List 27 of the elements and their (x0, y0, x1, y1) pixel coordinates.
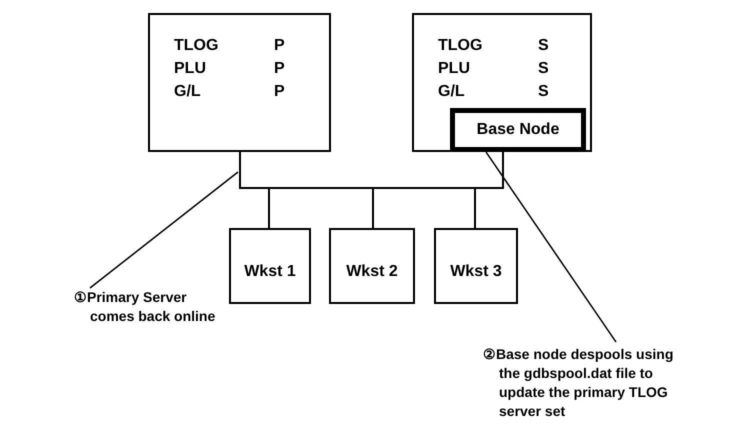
file-name: TLOG (438, 36, 484, 56)
workstation-box (434, 228, 518, 304)
file-name: PLU (438, 59, 471, 79)
node-label: Base Node (476, 120, 560, 140)
status-letter: S (538, 59, 549, 79)
file-name: PLU (174, 59, 207, 79)
workstation-label: Wkst 1 (244, 262, 296, 282)
workstation-box (329, 228, 415, 304)
file-name: G/L (174, 82, 202, 102)
callout-text: ②Base node despools using the gdbspool.dat file to update the primary TLOG server set (483, 345, 674, 421)
base-node-box (450, 108, 586, 152)
callout-text: ①Primary Server comes back online (74, 288, 216, 326)
leader-line (90, 171, 238, 289)
file-name: TLOG (174, 36, 220, 56)
leader-line (485, 152, 617, 342)
server-box (412, 13, 592, 152)
status-letter: P (274, 82, 285, 102)
file-name: G/L (438, 82, 466, 102)
status-letter: S (538, 36, 549, 56)
status-letter: P (274, 59, 285, 79)
server-box (148, 13, 331, 152)
status-letter: P (274, 36, 285, 56)
workstation-box (229, 228, 311, 304)
status-letter: S (538, 82, 549, 102)
network-line (474, 150, 504, 228)
workstation-label: Wkst 2 (346, 262, 398, 282)
workstation-label: Wkst 3 (450, 262, 502, 282)
